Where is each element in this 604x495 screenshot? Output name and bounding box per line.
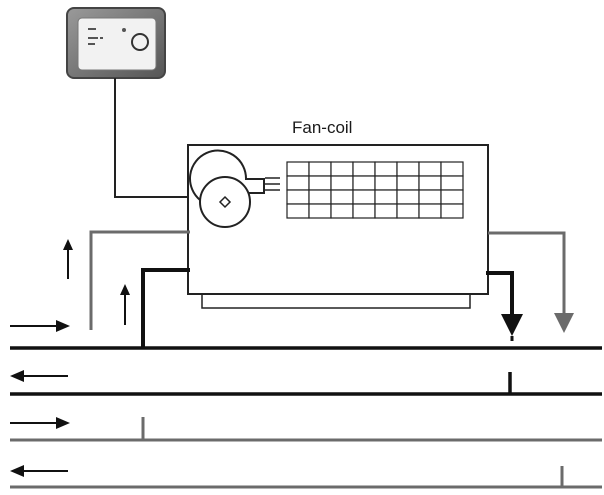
coil-cell [286,203,310,219]
coil-cell [308,175,332,191]
flow-left-arrow-2 [10,465,68,477]
upflow-arrow-chilled [120,284,130,325]
coil-cell [352,203,376,219]
coil-cell [440,189,464,205]
coil-cell [374,189,398,205]
coil-cell [330,175,354,191]
thermostat-panel [66,7,166,79]
coil-cell [352,189,376,205]
thermostat-dial-icon [131,33,149,51]
coil-cell [396,161,420,177]
coil-cell [308,189,332,205]
flow-left-arrow-1 [10,370,68,382]
coil-cell [286,161,310,177]
coil-cell [418,175,442,191]
coil-cell [330,203,354,219]
coil-cell [374,161,398,177]
coil-cell [374,203,398,219]
fan-icon [189,149,280,228]
coil-grid [286,161,464,219]
coil-cell [396,189,420,205]
diagram-title: Fan-coil [292,118,352,137]
coil-cell [308,203,332,219]
coil-cell [396,175,420,191]
hot-return-arrowhead [554,313,574,333]
coil-cell [440,161,464,177]
coil-cell [330,189,354,205]
hot-return-drop [488,231,566,318]
coil-cell [374,175,398,191]
coil-cell [308,161,332,177]
control-wire [114,78,200,198]
coil-cell [352,175,376,191]
flow-right-arrow-1 [10,320,70,332]
chilled-return-arrowhead [501,314,523,336]
coil-cell [286,189,310,205]
coil-cell [418,161,442,177]
chilled-supply-riser [141,268,190,348]
coil-cell [352,161,376,177]
upflow-arrow-hot [63,239,73,279]
coil-cell [440,175,464,191]
coil-cell [440,203,464,219]
chilled-return-drop [486,271,514,318]
flow-right-arrow-2 [10,417,70,429]
coil-cell [286,175,310,191]
hot-supply-riser [89,230,190,330]
coil-cell [418,189,442,205]
coil-cell [418,203,442,219]
coil-cell [330,161,354,177]
coil-cell [396,203,420,219]
